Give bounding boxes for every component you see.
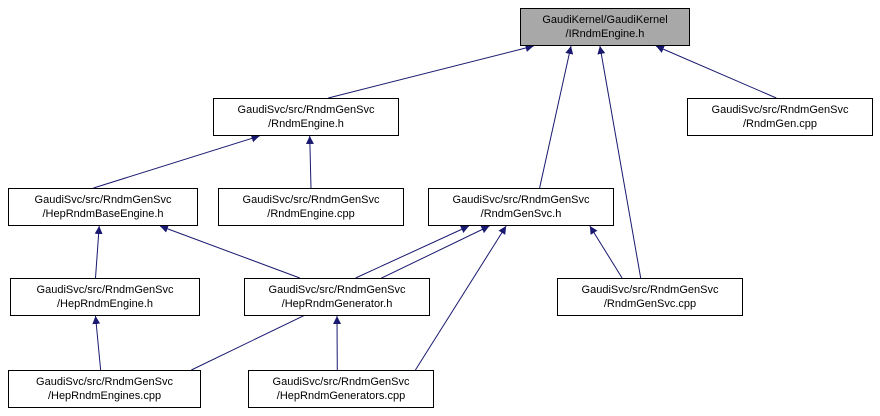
graph-node-label: /HepRndmEngines.cpp	[47, 390, 162, 402]
include-edge-heprndmgenerator-h-to-rndmgensvc-h	[355, 225, 470, 279]
graph-node-label: GaudiSvc/src/RndmGenSvc	[36, 376, 173, 388]
include-edge-rndmgen-cpp-to-irndmengine-h	[655, 45, 777, 99]
graph-node-label: GaudiSvc/src/RndmGenSvc	[36, 284, 174, 296]
graph-node-label: GaudiKernel/GaudiKernel	[542, 14, 668, 26]
include-edge-heprndmgenerator-h-to-heprndmbaseengine-h	[159, 225, 300, 279]
graph-node-label: GaudiSvc/src/RndmGenSvc	[237, 104, 375, 116]
graph-node-label: GaudiSvc/src/RndmGenSvc	[581, 284, 719, 296]
include-edge-rndmgensvc-cpp-to-rndmgensvc-h	[589, 225, 623, 279]
graph-node-label: /RndmEngine.h	[268, 118, 344, 130]
graph-node-rndmengine-h[interactable]: GaudiSvc/src/RndmGenSvc/RndmEngine.h	[213, 98, 399, 136]
graph-node-rndmengine-cpp[interactable]: GaudiSvc/src/RndmGenSvc/RndmEngine.cpp	[218, 188, 404, 226]
include-edge-rndmengine-h-to-irndmengine-h	[328, 44, 534, 99]
graph-node-heprndmgenerators-cpp[interactable]: GaudiSvc/src/RndmGenSvc/HepRndmGenerator…	[248, 370, 434, 408]
include-edge-heprndmbaseengine-h-to-rndmengine-h	[93, 134, 260, 189]
graph-node-label: /RndmGen.cpp	[743, 118, 817, 130]
graph-node-heprndmengines-cpp[interactable]: GaudiSvc/src/RndmGenSvc/HepRndmEngines.c…	[8, 370, 201, 408]
graph-node-label: /HepRndmGenerator.h	[281, 298, 393, 310]
graph-node-irndmengine-h[interactable]: GaudiKernel/GaudiKernel/IRndmEngine.h	[520, 8, 690, 46]
include-edge-heprndmgenerators-cpp-to-rndmgensvc-h	[414, 225, 507, 371]
graph-node-label: GaudiSvc/src/RndmGenSvc	[268, 284, 406, 296]
graph-node-rndmgen-cpp[interactable]: GaudiSvc/src/RndmGenSvc/RndmGen.cpp	[687, 98, 873, 136]
graph-node-label: /RndmGenSvc.h	[480, 208, 562, 220]
graph-node-label: /HepRndmGenerators.cpp	[276, 390, 406, 402]
graph-node-label: GaudiSvc/src/RndmGenSvc	[242, 194, 380, 206]
graph-node-label: /HepRndmEngine.h	[56, 298, 153, 310]
graph-node-heprndmgenerator-h[interactable]: GaudiSvc/src/RndmGenSvc/HepRndmGenerator…	[244, 278, 430, 316]
include-edge-heprndmengines-cpp-to-heprndmengine-h	[92, 315, 102, 371]
graph-node-label: GaudiSvc/src/RndmGenSvc	[272, 376, 410, 388]
graph-node-rndmgensvc-h[interactable]: GaudiSvc/src/RndmGenSvc/RndmGenSvc.h	[428, 188, 614, 226]
graph-node-heprndmbaseengine-h[interactable]: GaudiSvc/src/RndmGenSvc/HepRndmBaseEngin…	[8, 188, 198, 226]
graph-node-rndmgensvc-cpp[interactable]: GaudiSvc/src/RndmGenSvc/RndmGenSvc.cpp	[557, 278, 743, 316]
graph-node-label: GaudiSvc/src/RndmGenSvc	[34, 194, 172, 206]
include-edge-rndmengine-cpp-to-rndmengine-h	[305, 135, 314, 189]
include-edge-rndmgensvc-cpp-to-irndmengine-h	[597, 45, 642, 279]
graph-node-heprndmengine-h[interactable]: GaudiSvc/src/RndmGenSvc/HepRndmEngine.h	[10, 278, 200, 316]
include-edge-heprndmengine-h-to-heprndmbaseengine-h	[94, 225, 103, 279]
graph-node-label: /RndmEngine.cpp	[267, 208, 355, 220]
graph-node-label: GaudiSvc/src/RndmGenSvc	[452, 194, 590, 206]
graph-node-label: /RndmGenSvc.cpp	[603, 298, 697, 310]
graph-node-label: /IRndmEngine.h	[565, 28, 645, 40]
graph-node-label: GaudiSvc/src/RndmGenSvc	[711, 104, 849, 116]
include-edge-rndmgensvc-h-to-irndmengine-h	[539, 45, 574, 189]
graph-node-label: /HepRndmBaseEngine.h	[42, 208, 164, 220]
